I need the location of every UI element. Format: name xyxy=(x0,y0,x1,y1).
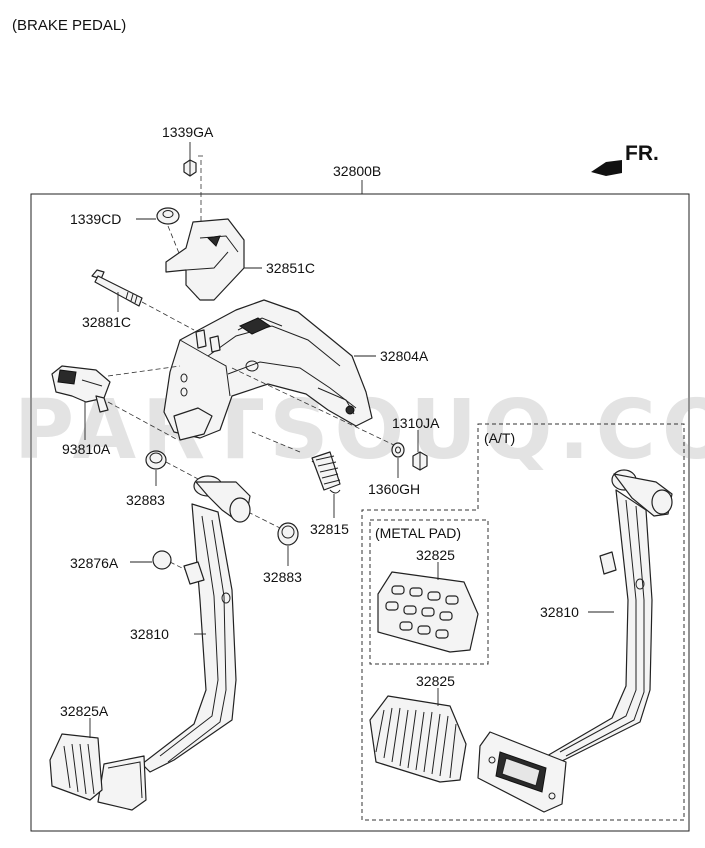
label-93810A: 93810A xyxy=(62,441,111,457)
part-1310JA-nut[interactable] xyxy=(412,451,428,471)
label-1310JA: 1310JA xyxy=(392,415,440,431)
diagram-title: (BRAKE PEDAL) xyxy=(12,17,126,34)
at-group-label: (A/T) xyxy=(484,430,515,446)
part-1360GH-washer[interactable] xyxy=(391,442,405,458)
label-32883-right: 32883 xyxy=(263,569,302,585)
part-32825A-rubber-pad[interactable] xyxy=(49,733,103,801)
part-32810-pedal-arm-at[interactable] xyxy=(539,469,673,769)
label-1339CD: 1339CD xyxy=(70,211,121,227)
part-93810A-stop-lamp-switch[interactable] xyxy=(51,365,111,413)
at-group-frame xyxy=(361,423,685,821)
part-32883-bushing-right[interactable] xyxy=(277,522,299,546)
front-arrow-icon xyxy=(591,160,622,176)
part-1339CD-bushing[interactable] xyxy=(156,207,180,225)
metal-pad-group-frame xyxy=(369,519,489,665)
part-32881C-bolt[interactable] xyxy=(91,269,143,307)
label-32810-left: 32810 xyxy=(130,626,169,642)
part-pedal-pad-left[interactable] xyxy=(97,755,147,811)
part-32810-pedal-arm-left[interactable] xyxy=(141,475,251,773)
label-32851C: 32851C xyxy=(266,260,315,276)
label-32804A: 32804A xyxy=(380,348,429,364)
label-1339GA: 1339GA xyxy=(162,124,214,140)
label-32825A: 32825A xyxy=(60,703,109,719)
metal-pad-group-label: (METAL PAD) xyxy=(375,525,461,541)
part-32883-bushing-left[interactable] xyxy=(145,450,167,470)
label-32800B: 32800B xyxy=(333,163,381,179)
part-pedal-plate-at[interactable] xyxy=(477,731,567,813)
part-32815-return-spring[interactable] xyxy=(311,451,341,494)
part-32825-metal-pad[interactable] xyxy=(377,571,479,653)
part-32851C-bracket[interactable] xyxy=(165,218,245,301)
label-32825-metal: 32825 xyxy=(416,547,455,563)
label-32881C: 32881C xyxy=(82,314,131,330)
front-direction-label: FR. xyxy=(625,142,659,165)
label-32883-left: 32883 xyxy=(126,492,165,508)
label-32810-at: 32810 xyxy=(540,604,579,620)
label-32876A: 32876A xyxy=(70,555,119,571)
label-1360GH: 1360GH xyxy=(368,481,420,497)
part-32804A-mounting-bracket[interactable] xyxy=(163,299,373,441)
assembly-frame xyxy=(30,193,690,832)
part-1339GA-nut[interactable] xyxy=(183,159,197,177)
part-32876A-stopper[interactable] xyxy=(152,550,172,570)
front-direction-indicator: FR. xyxy=(591,142,659,176)
label-32815: 32815 xyxy=(310,521,349,537)
part-32825-rubber-pad-at[interactable] xyxy=(369,695,467,783)
label-32825-at: 32825 xyxy=(416,673,455,689)
